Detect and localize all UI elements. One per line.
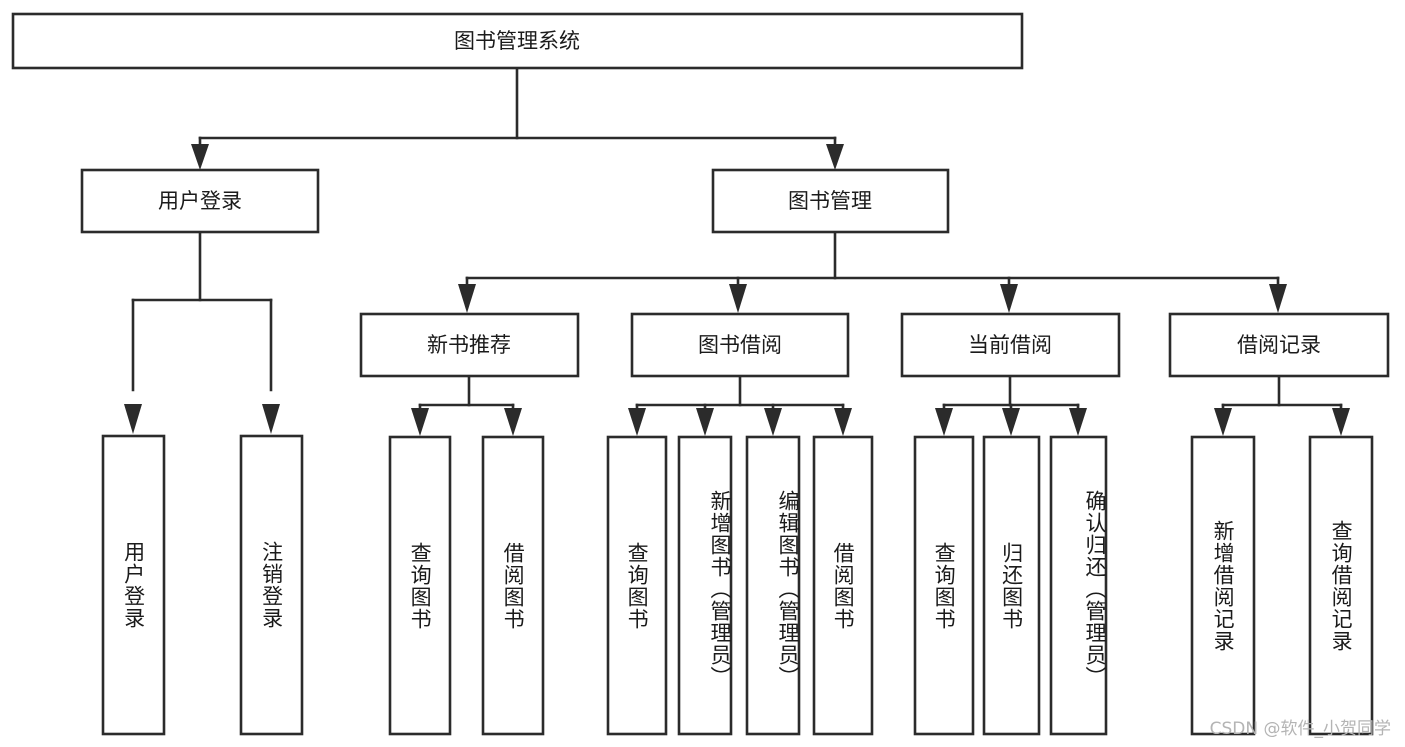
- node-box-leaf-edit-book-admin[interactable]: [745, 435, 801, 736]
- node-box-leaf-query-book-3[interactable]: [913, 435, 975, 736]
- node-label-book-borrow: 图书借阅: [698, 333, 782, 357]
- node-box-book-borrow[interactable]: [630, 312, 850, 378]
- node-box-leaf-query-book-2[interactable]: [606, 435, 668, 736]
- node-label-leaf-logout-login: 注销登录: [259, 541, 284, 629]
- node-label-current-borrow: 当前借阅: [968, 333, 1052, 357]
- arrow-head-leaf-confirm-return-admin: [1069, 408, 1087, 436]
- node-box-leaf-add-book-admin[interactable]: [677, 435, 733, 736]
- node-label-book-manage: 图书管理: [788, 189, 872, 213]
- node-label-leaf-return-book: 归还图书: [999, 541, 1024, 630]
- node-label-leaf-borrow-book-2: 借阅图书: [831, 541, 856, 630]
- arrow-head-leaf-edit-book-admin: [764, 408, 782, 436]
- node-box-leaf-logout-login[interactable]: [239, 434, 304, 736]
- node-box-leaf-add-borrow-record[interactable]: [1190, 435, 1256, 736]
- node-box-leaf-user-login[interactable]: [101, 434, 166, 736]
- arrow-head-new-book-recommend: [458, 284, 476, 313]
- node-label-leaf-user-login: 用户登录: [121, 541, 146, 629]
- node-label-leaf-query-book-3: 查询图书: [932, 541, 957, 630]
- node-label-leaf-query-book-2: 查询图书: [625, 541, 650, 630]
- arrow-head-leaf-add-borrow-record: [1214, 408, 1232, 436]
- arrow-head-leaf-query-book-2: [628, 408, 646, 436]
- node-box-leaf-borrow-book-1[interactable]: [481, 435, 545, 736]
- node-label-leaf-add-book-admin: 新增图书（管理员）: [708, 489, 732, 688]
- node-label-leaf-add-borrow-record: 新增借阅记录: [1211, 519, 1236, 652]
- arrow-head-book-borrow: [729, 284, 747, 313]
- connector-layer: [124, 66, 1350, 436]
- arrow-head-leaf-query-book-3: [935, 408, 953, 436]
- node-label-root: 图书管理系统: [454, 29, 580, 53]
- node-label-leaf-edit-book-admin: 编辑图书（管理员）: [776, 489, 800, 688]
- arrow-head-leaf-borrow-book-1: [504, 408, 522, 436]
- arrow-head-leaf-user-login: [124, 404, 142, 434]
- arrow-head-user-login: [191, 144, 209, 170]
- node-label-new-book-recommend: 新书推荐: [427, 333, 511, 357]
- arrow-head-leaf-borrow-book-2: [834, 408, 852, 436]
- node-box-book-manage[interactable]: [711, 168, 950, 234]
- node-box-borrow-record[interactable]: [1168, 312, 1390, 378]
- arrow-head-leaf-add-book-admin: [696, 408, 714, 436]
- node-box-leaf-query-book-1[interactable]: [388, 435, 452, 736]
- arrow-head-leaf-query-book-1: [411, 408, 429, 436]
- arrow-head-borrow-record: [1269, 284, 1287, 313]
- arrow-head-book-manage: [826, 144, 844, 170]
- arrow-head-current-borrow: [1000, 284, 1018, 313]
- node-box-root[interactable]: [11, 12, 1024, 70]
- node-box-user-login[interactable]: [80, 168, 320, 234]
- node-label-leaf-confirm-return-admin: 确认归还（管理员）: [1083, 489, 1107, 688]
- node-box-leaf-borrow-book-2[interactable]: [812, 435, 874, 736]
- node-box-current-borrow[interactable]: [900, 312, 1121, 378]
- node-label-user-login: 用户登录: [158, 189, 242, 213]
- node-box-leaf-confirm-return-admin[interactable]: [1049, 435, 1108, 736]
- csdn-watermark: CSDN @软件_小贺同学: [1209, 719, 1391, 739]
- node-box-leaf-return-book[interactable]: [982, 435, 1041, 736]
- node-label-leaf-borrow-book-1: 借阅图书: [501, 541, 526, 630]
- arrow-head-leaf-logout-login: [262, 404, 280, 434]
- node-label-leaf-query-borrow-record: 查询借阅记录: [1329, 519, 1354, 652]
- node-box-leaf-query-borrow-record[interactable]: [1308, 435, 1374, 736]
- arrow-head-leaf-return-book: [1002, 408, 1020, 436]
- arrow-head-leaf-query-borrow-record: [1332, 408, 1350, 436]
- node-box-new-book-recommend[interactable]: [359, 312, 580, 378]
- node-label-leaf-query-book-1: 查询图书: [408, 541, 433, 630]
- node-layer: 图书管理系统 用户登录 图书管理 新书推荐 图书借阅 当前借阅 借阅记录: [11, 12, 1390, 736]
- node-label-borrow-record: 借阅记录: [1237, 333, 1321, 357]
